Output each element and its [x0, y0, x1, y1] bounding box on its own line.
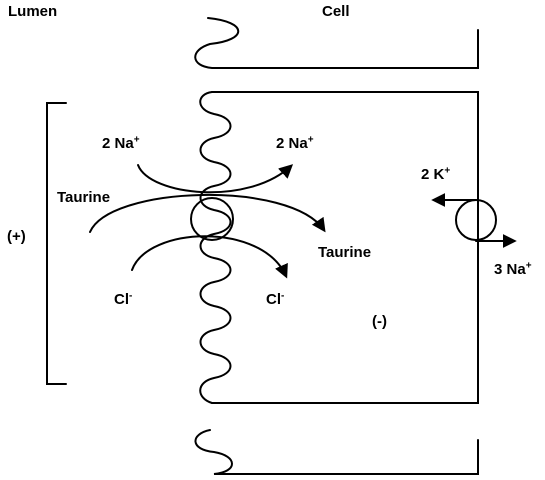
lumen-label: Lumen — [8, 3, 58, 20]
taurine-lumen-label: Taurine — [57, 189, 111, 206]
na-flux-arrow — [137, 164, 294, 194]
taurine-flux-arrow — [89, 194, 326, 233]
na-cell-label: 2 Na+ — [276, 134, 314, 152]
cotransporter-circle — [190, 197, 234, 241]
k-label: 2 K+ — [421, 165, 451, 183]
negative-charge-label: (-) — [372, 313, 387, 330]
na-k-pump-circle — [455, 199, 497, 241]
cl-lumen-label: Cl- — [114, 290, 133, 308]
membrane-top — [194, 17, 479, 69]
cl-cell-label: Cl- — [266, 290, 285, 308]
na3-label: 3 Na+ — [494, 260, 532, 278]
taurine-cell-label: Taurine — [318, 244, 372, 261]
na-lumen-label: 2 Na+ — [102, 134, 140, 152]
membrane-bottom — [194, 429, 479, 475]
cell-outline — [211, 91, 479, 404]
lumen-bracket — [46, 102, 67, 385]
cell-label: Cell — [322, 3, 350, 20]
membrane-apical — [199, 91, 232, 404]
cl-flux-arrow — [131, 235, 288, 279]
positive-charge-label: (+) — [7, 228, 26, 245]
